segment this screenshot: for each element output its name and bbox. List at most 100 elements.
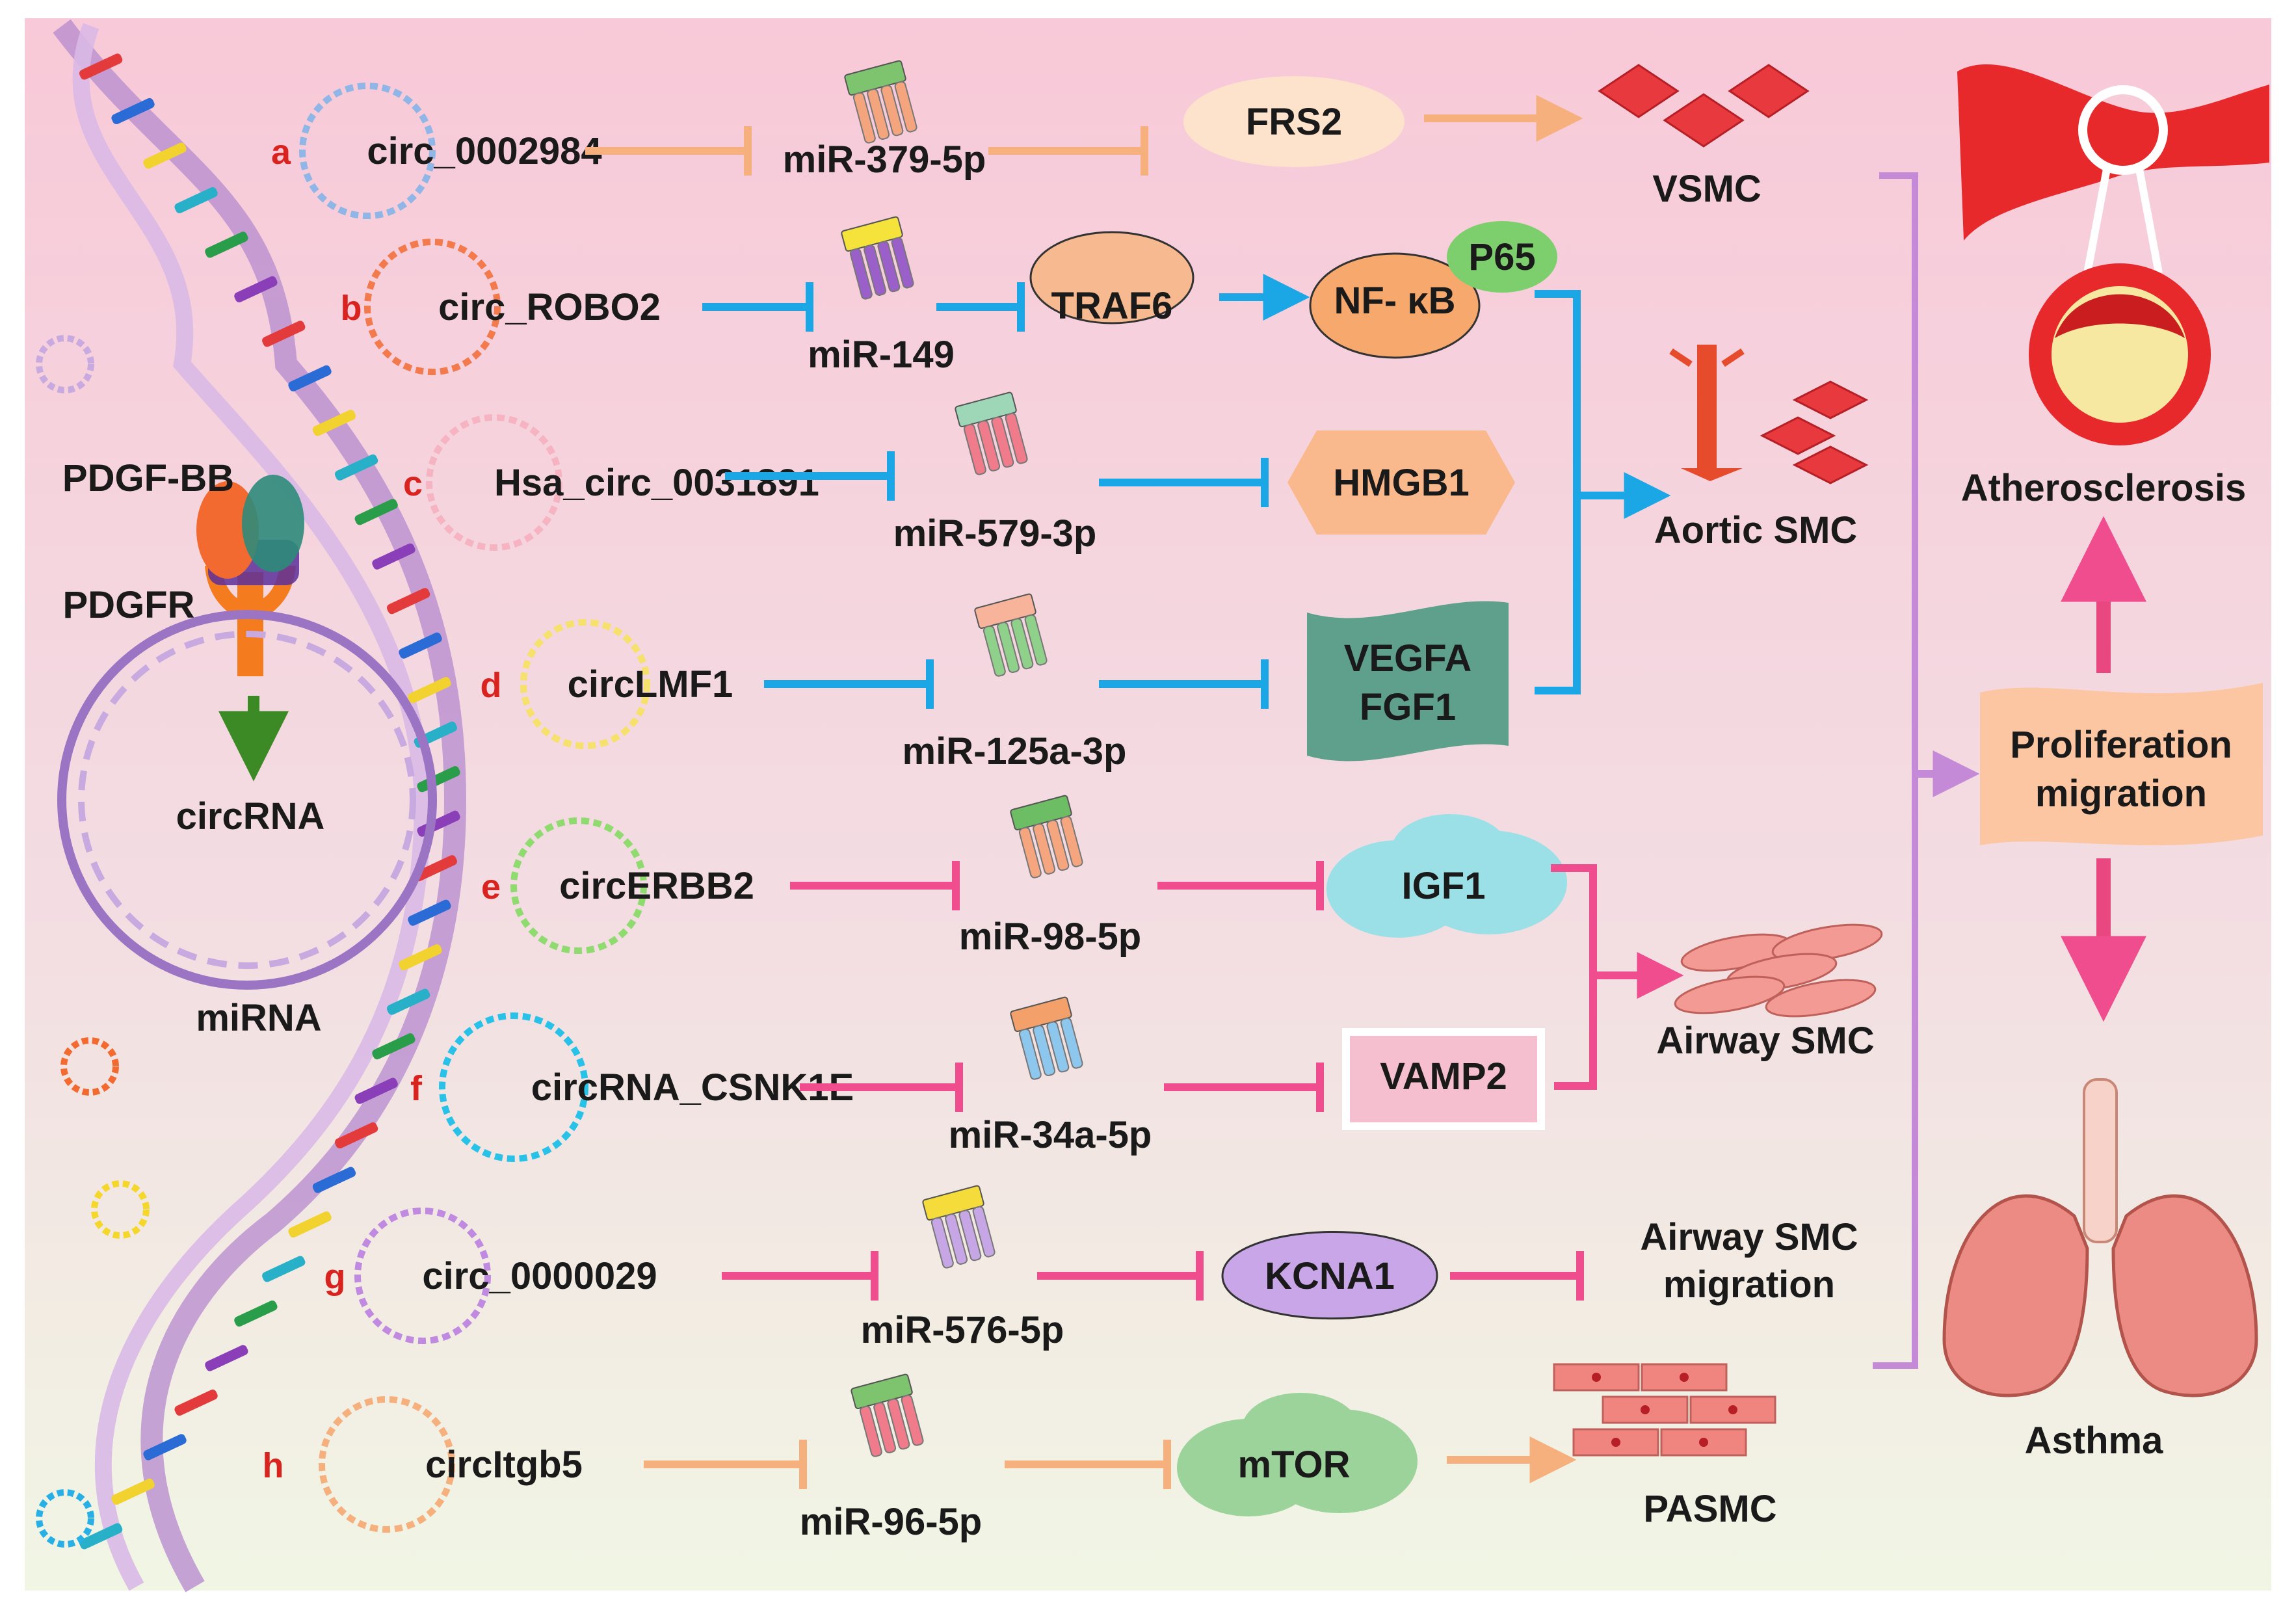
row-d-mirna-label: miR-125a-3p <box>903 730 1127 773</box>
row-d-target-shape <box>1307 601 1509 761</box>
row-e-target-shape <box>1326 814 1567 938</box>
pasmc-cells-icon <box>1553 1363 1776 1457</box>
row-d-circ-label: circLMF1 <box>568 663 733 706</box>
row-a-inhibit-2 <box>988 126 1148 176</box>
row-e-circ-icon <box>510 817 647 954</box>
row-c-circ-icon <box>426 414 562 551</box>
aortic-smc-cells-icon <box>1760 380 1869 484</box>
row-h-letter: h <box>263 1446 284 1485</box>
row-e-mirna-icon <box>1010 795 1083 879</box>
row-a-mirna-icon <box>844 60 917 144</box>
receptor-label: PDGFR <box>63 584 195 626</box>
artery-icon <box>1957 64 2269 445</box>
small-circrna-icon-3 <box>91 1180 150 1239</box>
row-b-nfkb-label: NF- κB <box>1334 280 1456 322</box>
row-e-inhibit-2 <box>1157 861 1324 910</box>
row-g-inhibit-1 <box>722 1251 878 1301</box>
row-e-letter: e <box>481 867 501 906</box>
row-g-cell-label-2: migration <box>1663 1263 1835 1306</box>
row-c-mirna-icon <box>955 391 1028 475</box>
row-b-p65-badge-shape <box>1447 221 1557 293</box>
asthma-label: Asthma <box>2025 1420 2163 1462</box>
row-g-letter: g <box>324 1258 346 1297</box>
airway-smc-label: Airway SMC <box>1656 1020 1874 1062</box>
row-h-circ-icon <box>319 1396 455 1533</box>
row-a-letter: a <box>271 133 291 172</box>
row-f-letter: f <box>410 1069 423 1108</box>
row-g-mirna-icon <box>922 1185 996 1269</box>
small-circrna-icon-1 <box>36 335 94 393</box>
row-e-mirna-label: miR-98-5p <box>959 916 1141 958</box>
row-f-mirna-icon <box>1010 996 1083 1080</box>
row-d-inhibit-1 <box>764 659 934 709</box>
proliferation-box <box>1980 683 2263 845</box>
row-a-cell-label: VSMC <box>1652 168 1762 210</box>
row-b-inhibit-1 <box>702 282 813 332</box>
row-a-target-shape <box>1183 76 1405 167</box>
row-f-mirna-label: miR-34a-5p <box>949 1114 1152 1156</box>
row-b-circ-label: circ_ROBO2 <box>438 286 661 328</box>
row-g-inhibit-2 <box>1037 1251 1204 1301</box>
row-e-circ-label: circERBB2 <box>559 865 754 907</box>
row-g-inhibit-3 <box>1450 1251 1584 1301</box>
aortic-smc-label: Aortic SMC <box>1654 509 1858 551</box>
circrna-label: circRNA <box>176 795 325 838</box>
row-g-circ-icon <box>354 1208 491 1344</box>
row-f-target-shape <box>1342 1028 1545 1130</box>
row-d-mirna-icon <box>974 593 1048 677</box>
row-c-mirna-label: miR-579-3p <box>893 512 1097 555</box>
row-h-mirna-icon <box>851 1373 924 1457</box>
row-h-inhibit-2 <box>1005 1440 1171 1489</box>
row-g-target-label: KCNA1 <box>1265 1255 1395 1297</box>
row-c-inhibit-2 <box>1099 458 1269 507</box>
ligand-label: PDGF-BB <box>62 457 234 499</box>
small-circrna-icon-2 <box>60 1037 119 1096</box>
row-d-target-label: VEGFA <box>1344 637 1472 680</box>
aorta-icon <box>1669 345 1745 481</box>
row-h-mirna-label: miR-96-5p <box>800 1501 982 1543</box>
row-g-mirna-label: miR-576-5p <box>861 1309 1064 1351</box>
row-d-circ-icon <box>520 619 650 749</box>
row-b-nfkb-shape <box>1309 252 1481 359</box>
row-b-target-shape <box>1029 231 1194 324</box>
lungs-icon <box>1942 1078 2258 1397</box>
row-h-target-shape <box>1177 1393 1418 1516</box>
row-h-target-label: mTOR <box>1238 1444 1351 1486</box>
migration-label: migration <box>2035 773 2207 815</box>
row-d-target-label-2: FGF1 <box>1360 686 1456 728</box>
row-a-circ-label: circ_0002984 <box>367 130 601 172</box>
atherosclerosis-label: Atherosclerosis <box>1961 467 2246 509</box>
row-e-inhibit-1 <box>790 861 960 910</box>
row-b-inhibit-2 <box>936 282 1025 332</box>
row-b-p65-badge: P65 <box>1468 236 1535 278</box>
row-c-target-shape <box>1287 430 1515 535</box>
row-h-circ-label: circItgb5 <box>425 1444 583 1486</box>
pdgf-bb-ligand-icon <box>196 475 304 579</box>
row-a-circ-icon <box>299 83 436 219</box>
row-h-inhibit-1 <box>644 1440 807 1489</box>
row-c-inhibit-1 <box>725 451 895 501</box>
row-c-circ-label: Hsa_circ_0031891 <box>494 462 819 504</box>
mirna-label: miRNA <box>196 997 321 1039</box>
row-g-target-shape <box>1221 1230 1438 1320</box>
row-b-letter: b <box>341 289 362 328</box>
circrna-ring-icon <box>57 610 437 990</box>
row-f-circ-icon <box>439 1012 588 1162</box>
row-c-target-label: HMGB1 <box>1333 462 1469 504</box>
row-a-mirna-label: miR-379-5p <box>783 139 986 181</box>
row-b-mirna-label: miR-149 <box>808 334 955 376</box>
row-g-cell-label: Airway SMC <box>1640 1216 1858 1258</box>
small-circrna-icon-4 <box>36 1489 94 1548</box>
row-d-inhibit-2 <box>1099 659 1269 709</box>
row-e-target-label: IGF1 <box>1402 865 1486 907</box>
row-f-inhibit-2 <box>1164 1063 1324 1112</box>
row-f-target-label: VAMP2 <box>1380 1055 1507 1098</box>
row-a-target-label: FRS2 <box>1246 101 1342 143</box>
airway-smc-cells-icon <box>1674 923 1883 1018</box>
row-b-circ-icon <box>364 239 501 375</box>
row-a-inhibit-1 <box>585 126 752 176</box>
proliferation-label: Proliferation <box>2010 724 2232 766</box>
row-c-letter: c <box>403 464 423 503</box>
row-b-mirna-icon <box>841 216 914 300</box>
